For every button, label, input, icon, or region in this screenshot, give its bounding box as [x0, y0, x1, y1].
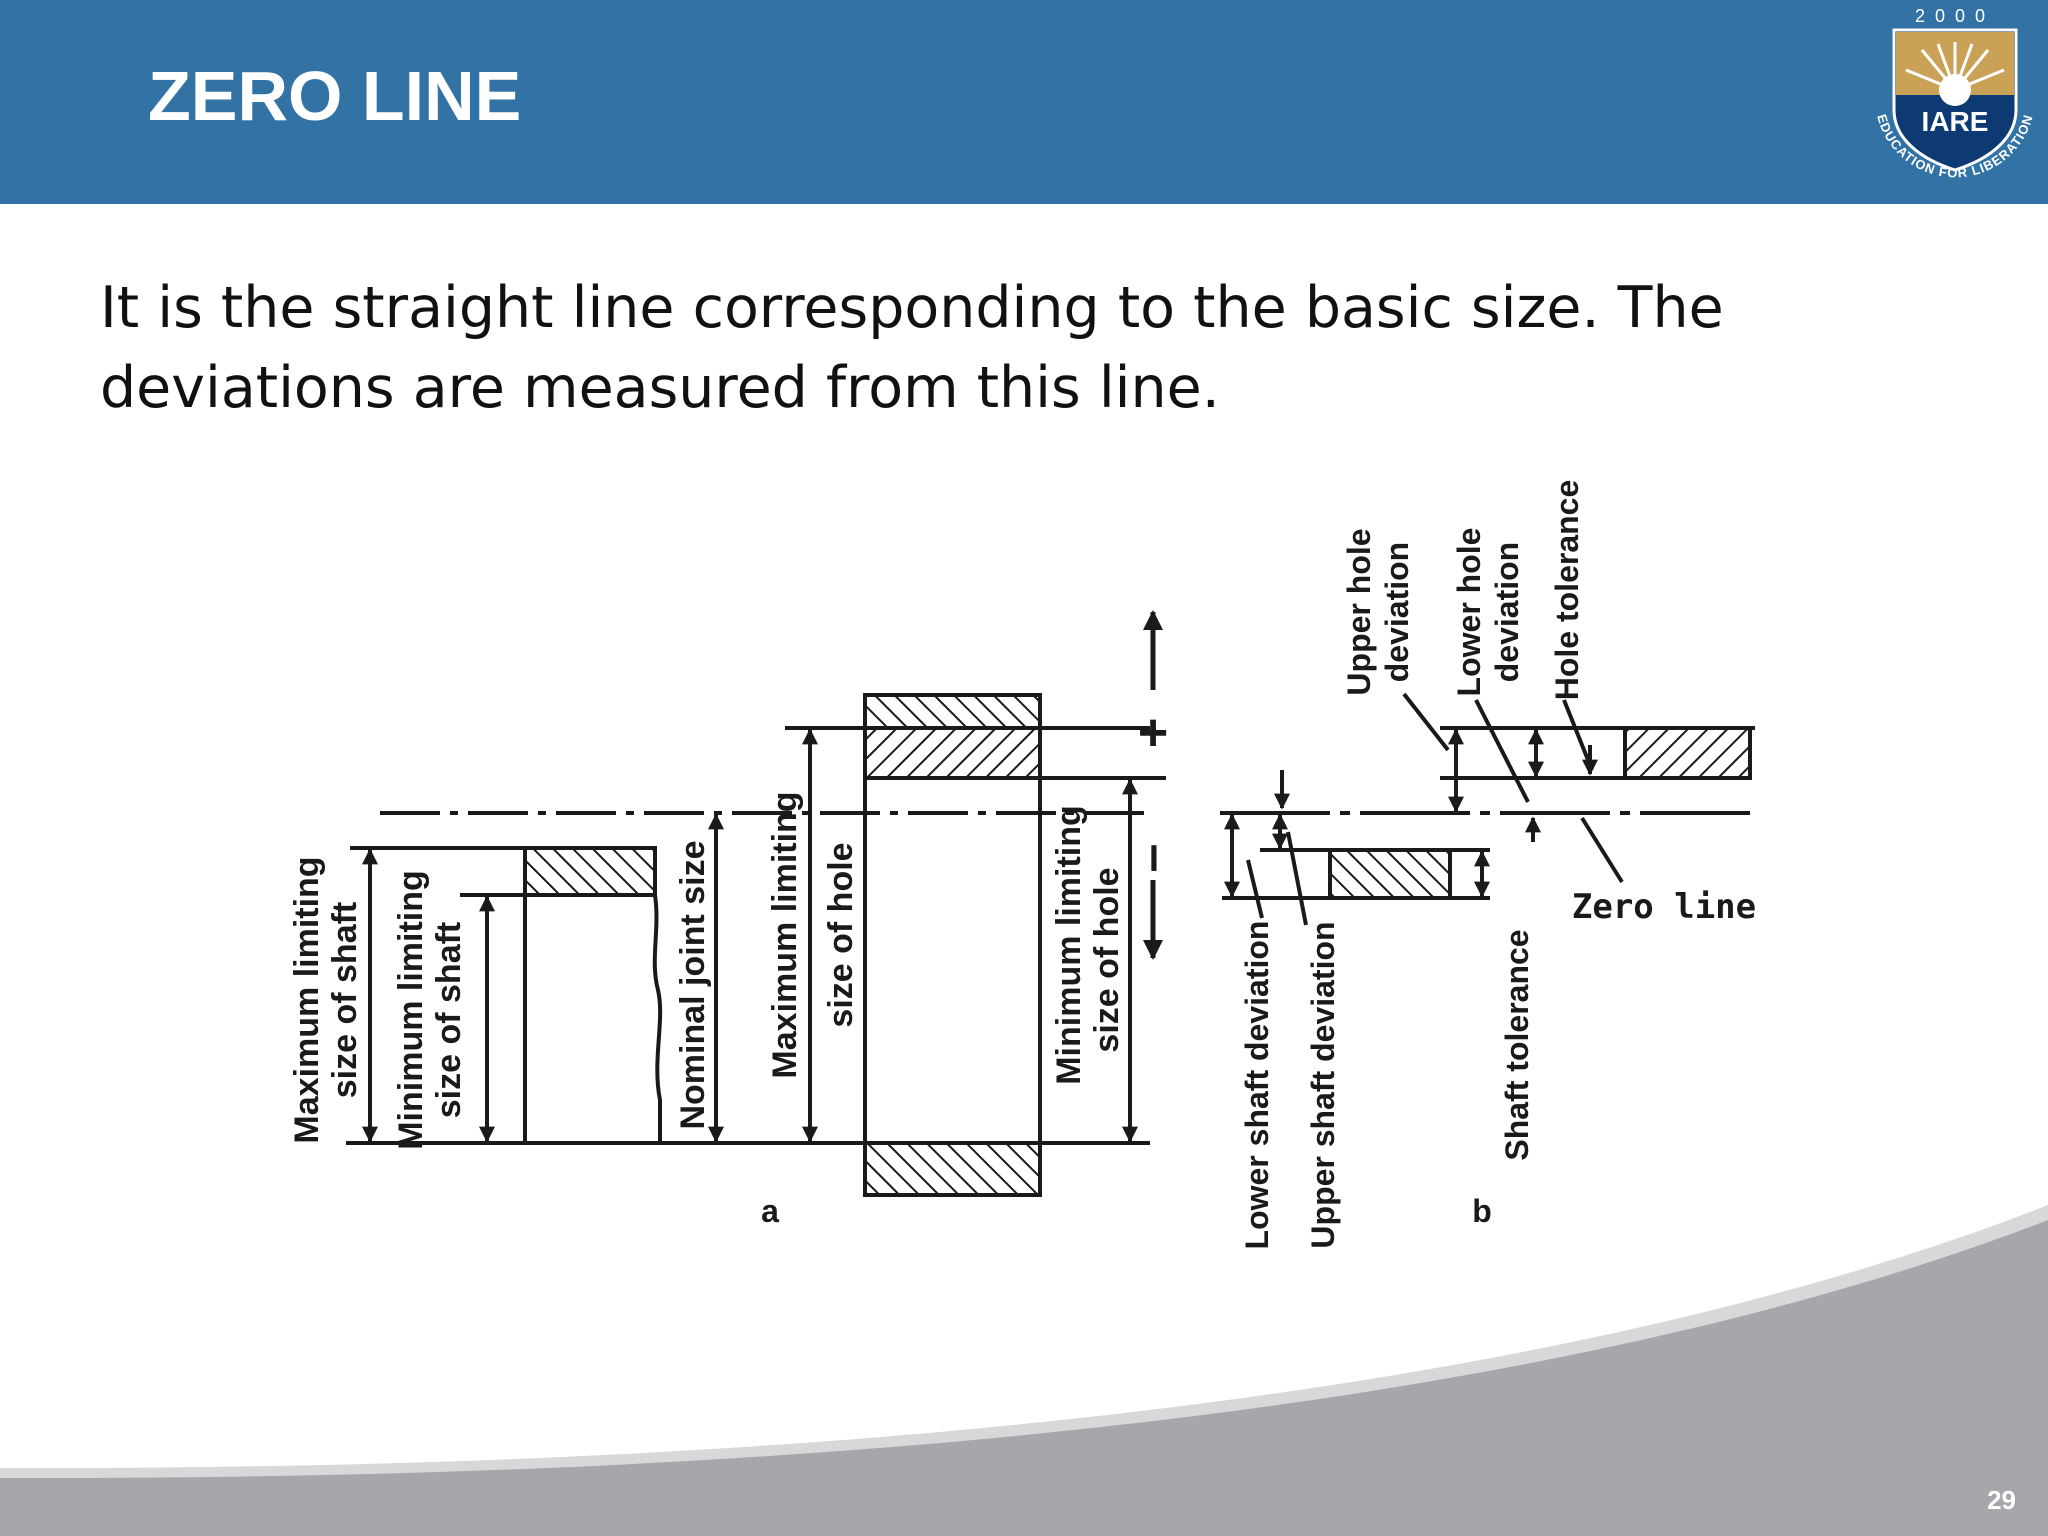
logo-name: IARE [1922, 106, 1989, 137]
page-number: 29 [1987, 1485, 2016, 1515]
label-minus: – [1122, 844, 1180, 873]
label-upper-hole-dev-2: deviation [1379, 542, 1415, 682]
shaft-tolerance-zone-a [523, 846, 657, 897]
label-lower-hole-dev-2: deviation [1489, 542, 1525, 682]
label-hole-tol: Hole tolerance [1549, 480, 1585, 701]
label-max-shaft-2: size of shaft [326, 902, 364, 1098]
label-upper-hole-dev-1: Upper hole [1341, 528, 1377, 695]
label-lower-hole-dev-1: Lower hole [1451, 528, 1487, 697]
hole-wall-top-outer [863, 693, 1042, 730]
hole-tolerance-zone-a [863, 726, 1042, 780]
label-min-shaft-2: size of shaft [430, 922, 468, 1118]
label-min-hole-2: size of hole [1088, 867, 1126, 1052]
label-plus: + [1138, 704, 1168, 762]
label-fig-a: a [761, 1193, 779, 1229]
label-max-hole-2: size of hole [822, 842, 860, 1027]
iare-logo: 2000 IARE EDUCATION FOR LIBERATION [1862, 0, 2048, 204]
label-min-shaft-1: Minimum limiting [392, 870, 430, 1150]
header-bar [0, 0, 2048, 204]
hole-wall-bottom [863, 1141, 1042, 1197]
body-paragraph: It is the straight line corresponding to… [100, 275, 1724, 421]
label-min-hole-1: Minimum limiting [1050, 805, 1088, 1085]
hole-tolerance-zone-b [1623, 726, 1752, 780]
label-fig-b: b [1472, 1193, 1492, 1229]
label-max-hole-1: Maximum limiting [766, 791, 804, 1078]
label-nominal: Nominal joint size [674, 840, 712, 1129]
label-max-shaft-1: Maximum limiting [288, 856, 326, 1143]
label-lower-shaft-dev: Lower shaft deviation [1239, 921, 1275, 1250]
label-zero-line: Zero line [1572, 887, 1756, 927]
shaft-tolerance-zone-b [1328, 848, 1452, 900]
label-shaft-tol: Shaft tolerance [1499, 929, 1535, 1160]
slide-title: ZERO LINE [148, 57, 522, 135]
logo-year: 2000 [1915, 6, 1995, 26]
label-upper-shaft-dev: Upper shaft deviation [1305, 921, 1341, 1248]
